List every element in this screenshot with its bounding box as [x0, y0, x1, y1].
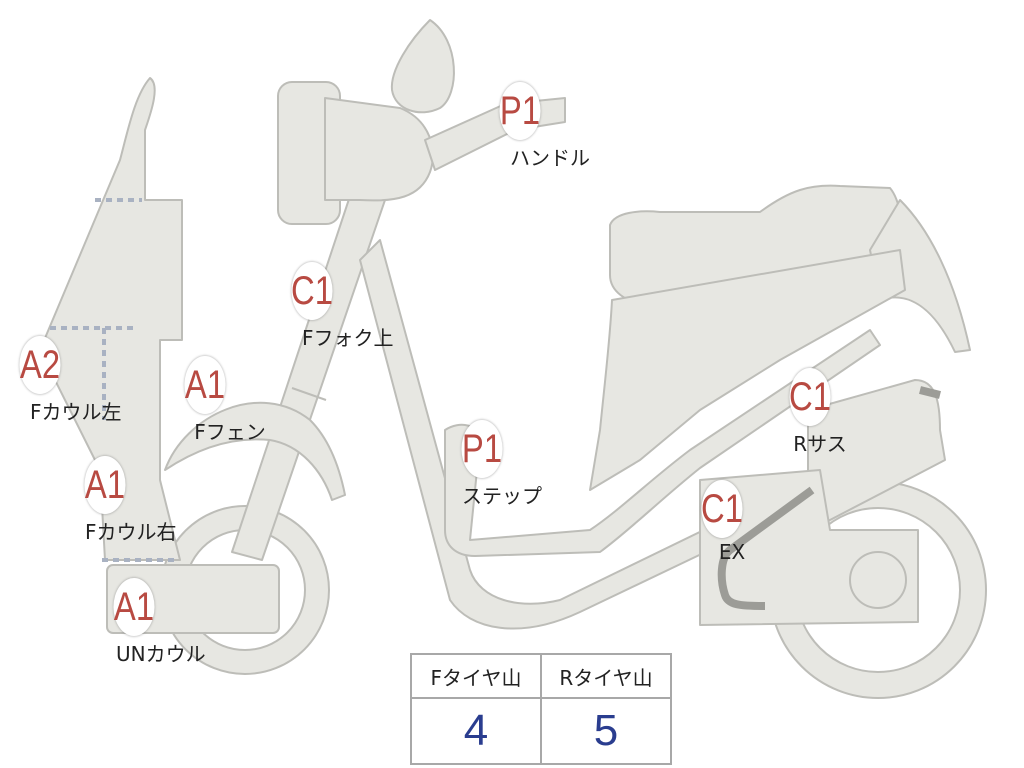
grade-badge: A2	[19, 336, 61, 394]
fork-joint	[291, 387, 327, 401]
part-label: ステップ	[462, 484, 542, 508]
grade-badge: C1	[789, 368, 831, 426]
front-fender	[164, 401, 346, 501]
main-frame	[359, 239, 941, 630]
front-fork	[231, 189, 386, 561]
part-label: UNカウル	[116, 642, 206, 666]
rear-cowl	[869, 199, 971, 353]
front-tire-header: Fタイヤ山	[410, 653, 542, 699]
front-tire-value: 4	[410, 697, 542, 765]
part-label: Fフェン	[194, 420, 266, 444]
rear-tire-value: 5	[540, 697, 672, 765]
part-label: ハンドル	[510, 146, 590, 170]
grade-badge: C1	[291, 262, 333, 320]
grade-badge: A1	[184, 356, 226, 414]
grade-badge: P1	[461, 420, 503, 478]
windscreen	[390, 19, 455, 114]
grade-badge: P1	[499, 82, 541, 140]
rear-body	[589, 249, 906, 491]
part-label: Fカウル左	[30, 400, 122, 424]
grade-badge: A1	[113, 578, 155, 636]
rear-hub	[849, 551, 907, 609]
part-label: Rサス	[793, 432, 847, 456]
handle-head	[324, 97, 434, 202]
rear-tire-header: Rタイヤ山	[540, 653, 672, 699]
grade-badge: A1	[84, 456, 126, 514]
front-cowl	[39, 77, 183, 561]
tire-tread-table: Fタイヤ山 Rタイヤ山 4 5	[410, 653, 672, 765]
part-label: EX	[718, 540, 746, 564]
part-label: Fカウル右	[85, 520, 177, 544]
exhaust-pipe	[717, 486, 815, 610]
rear-shock-rod	[919, 386, 941, 399]
grade-badge: C1	[701, 480, 743, 538]
part-label: Fフォク上	[302, 326, 394, 350]
